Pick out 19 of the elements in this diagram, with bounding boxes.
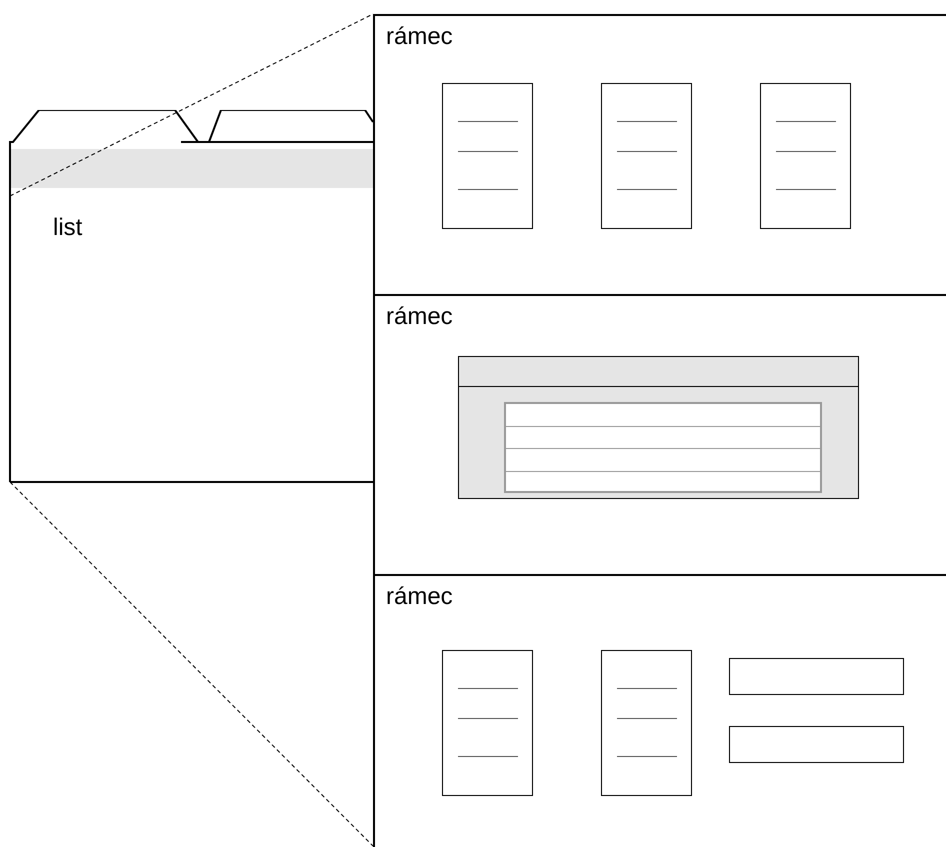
document-box [442, 83, 533, 229]
document-box [760, 83, 851, 229]
tabbed-page [9, 110, 374, 483]
frame-label: rámec [386, 23, 453, 50]
dashed-connector [10, 14, 374, 196]
document-box [601, 83, 692, 229]
window-panel [458, 356, 859, 499]
field-box [729, 658, 904, 695]
frame-panel [373, 574, 946, 847]
frame-label: rámec [386, 583, 453, 610]
frame-label: list [53, 214, 82, 241]
frame-label: rámec [386, 303, 453, 330]
frame-panel [373, 294, 946, 575]
dashed-connector [10, 482, 374, 846]
frame-panel [373, 14, 946, 295]
document-box [601, 650, 692, 796]
field-box [729, 726, 904, 763]
list-box [504, 402, 822, 493]
document-box [442, 650, 533, 796]
